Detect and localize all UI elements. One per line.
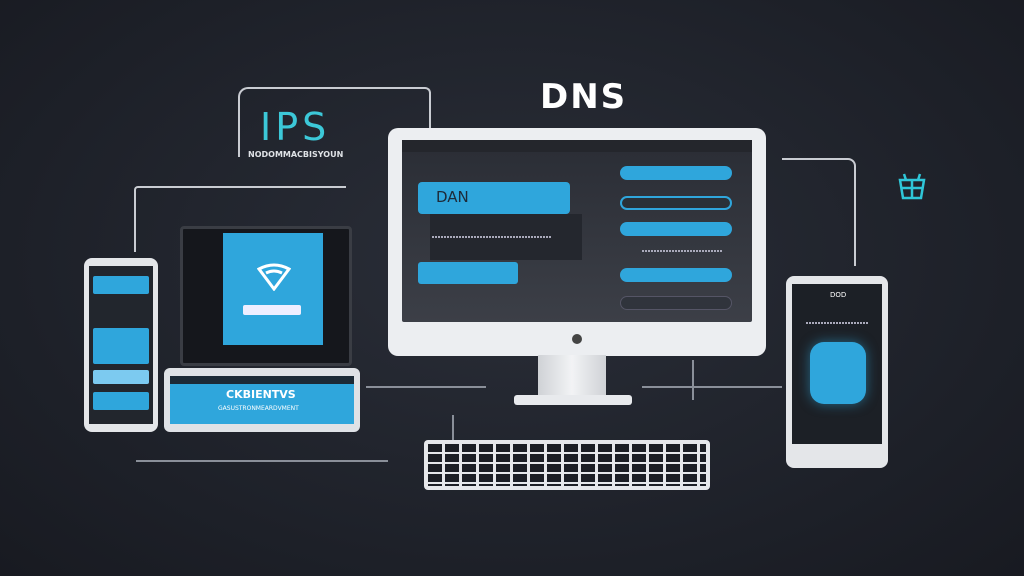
connector-line [452, 415, 454, 443]
menu-button[interactable] [620, 196, 732, 210]
dan-button[interactable]: DAN [418, 182, 570, 214]
dan-button-label: DAN [436, 188, 469, 206]
laptop-title: CKBIENTVS [226, 388, 296, 401]
menu-button[interactable] [418, 262, 518, 284]
desktop-monitor: DAN [388, 128, 766, 356]
laptop-base: CKBIENTVS GASUSTRONMEARDVMENT [164, 368, 360, 432]
dns-label: DNS [540, 77, 628, 117]
connector-line [642, 386, 782, 388]
tablet: DOD [786, 276, 888, 468]
connector-line [692, 360, 694, 400]
menu-button[interactable] [620, 222, 732, 236]
wifi-logo-icon [257, 263, 291, 291]
monitor-base [514, 395, 632, 405]
keyboard [424, 440, 710, 490]
ips-subtitle: NODOMMACBISYOUN [248, 150, 344, 159]
monitor-screen: DAN [402, 140, 752, 322]
connector-line [134, 186, 346, 252]
shield-icon [898, 173, 926, 200]
monitor-stand [538, 355, 606, 397]
ips-frame [238, 87, 431, 157]
menu-button[interactable] [620, 166, 732, 180]
connector-line [136, 460, 388, 462]
menu-button[interactable] [620, 296, 732, 310]
connector-line [782, 158, 856, 266]
connector-line [366, 386, 486, 388]
tablet-header: DOD [830, 291, 847, 299]
menu-button[interactable] [620, 268, 732, 282]
ips-label: IPS [260, 105, 331, 149]
apple-logo-icon [572, 334, 582, 344]
laptop-screen [180, 226, 352, 366]
laptop-subtitle: GASUSTRONMEARDVMENT [218, 405, 299, 412]
smartphone [84, 258, 158, 432]
